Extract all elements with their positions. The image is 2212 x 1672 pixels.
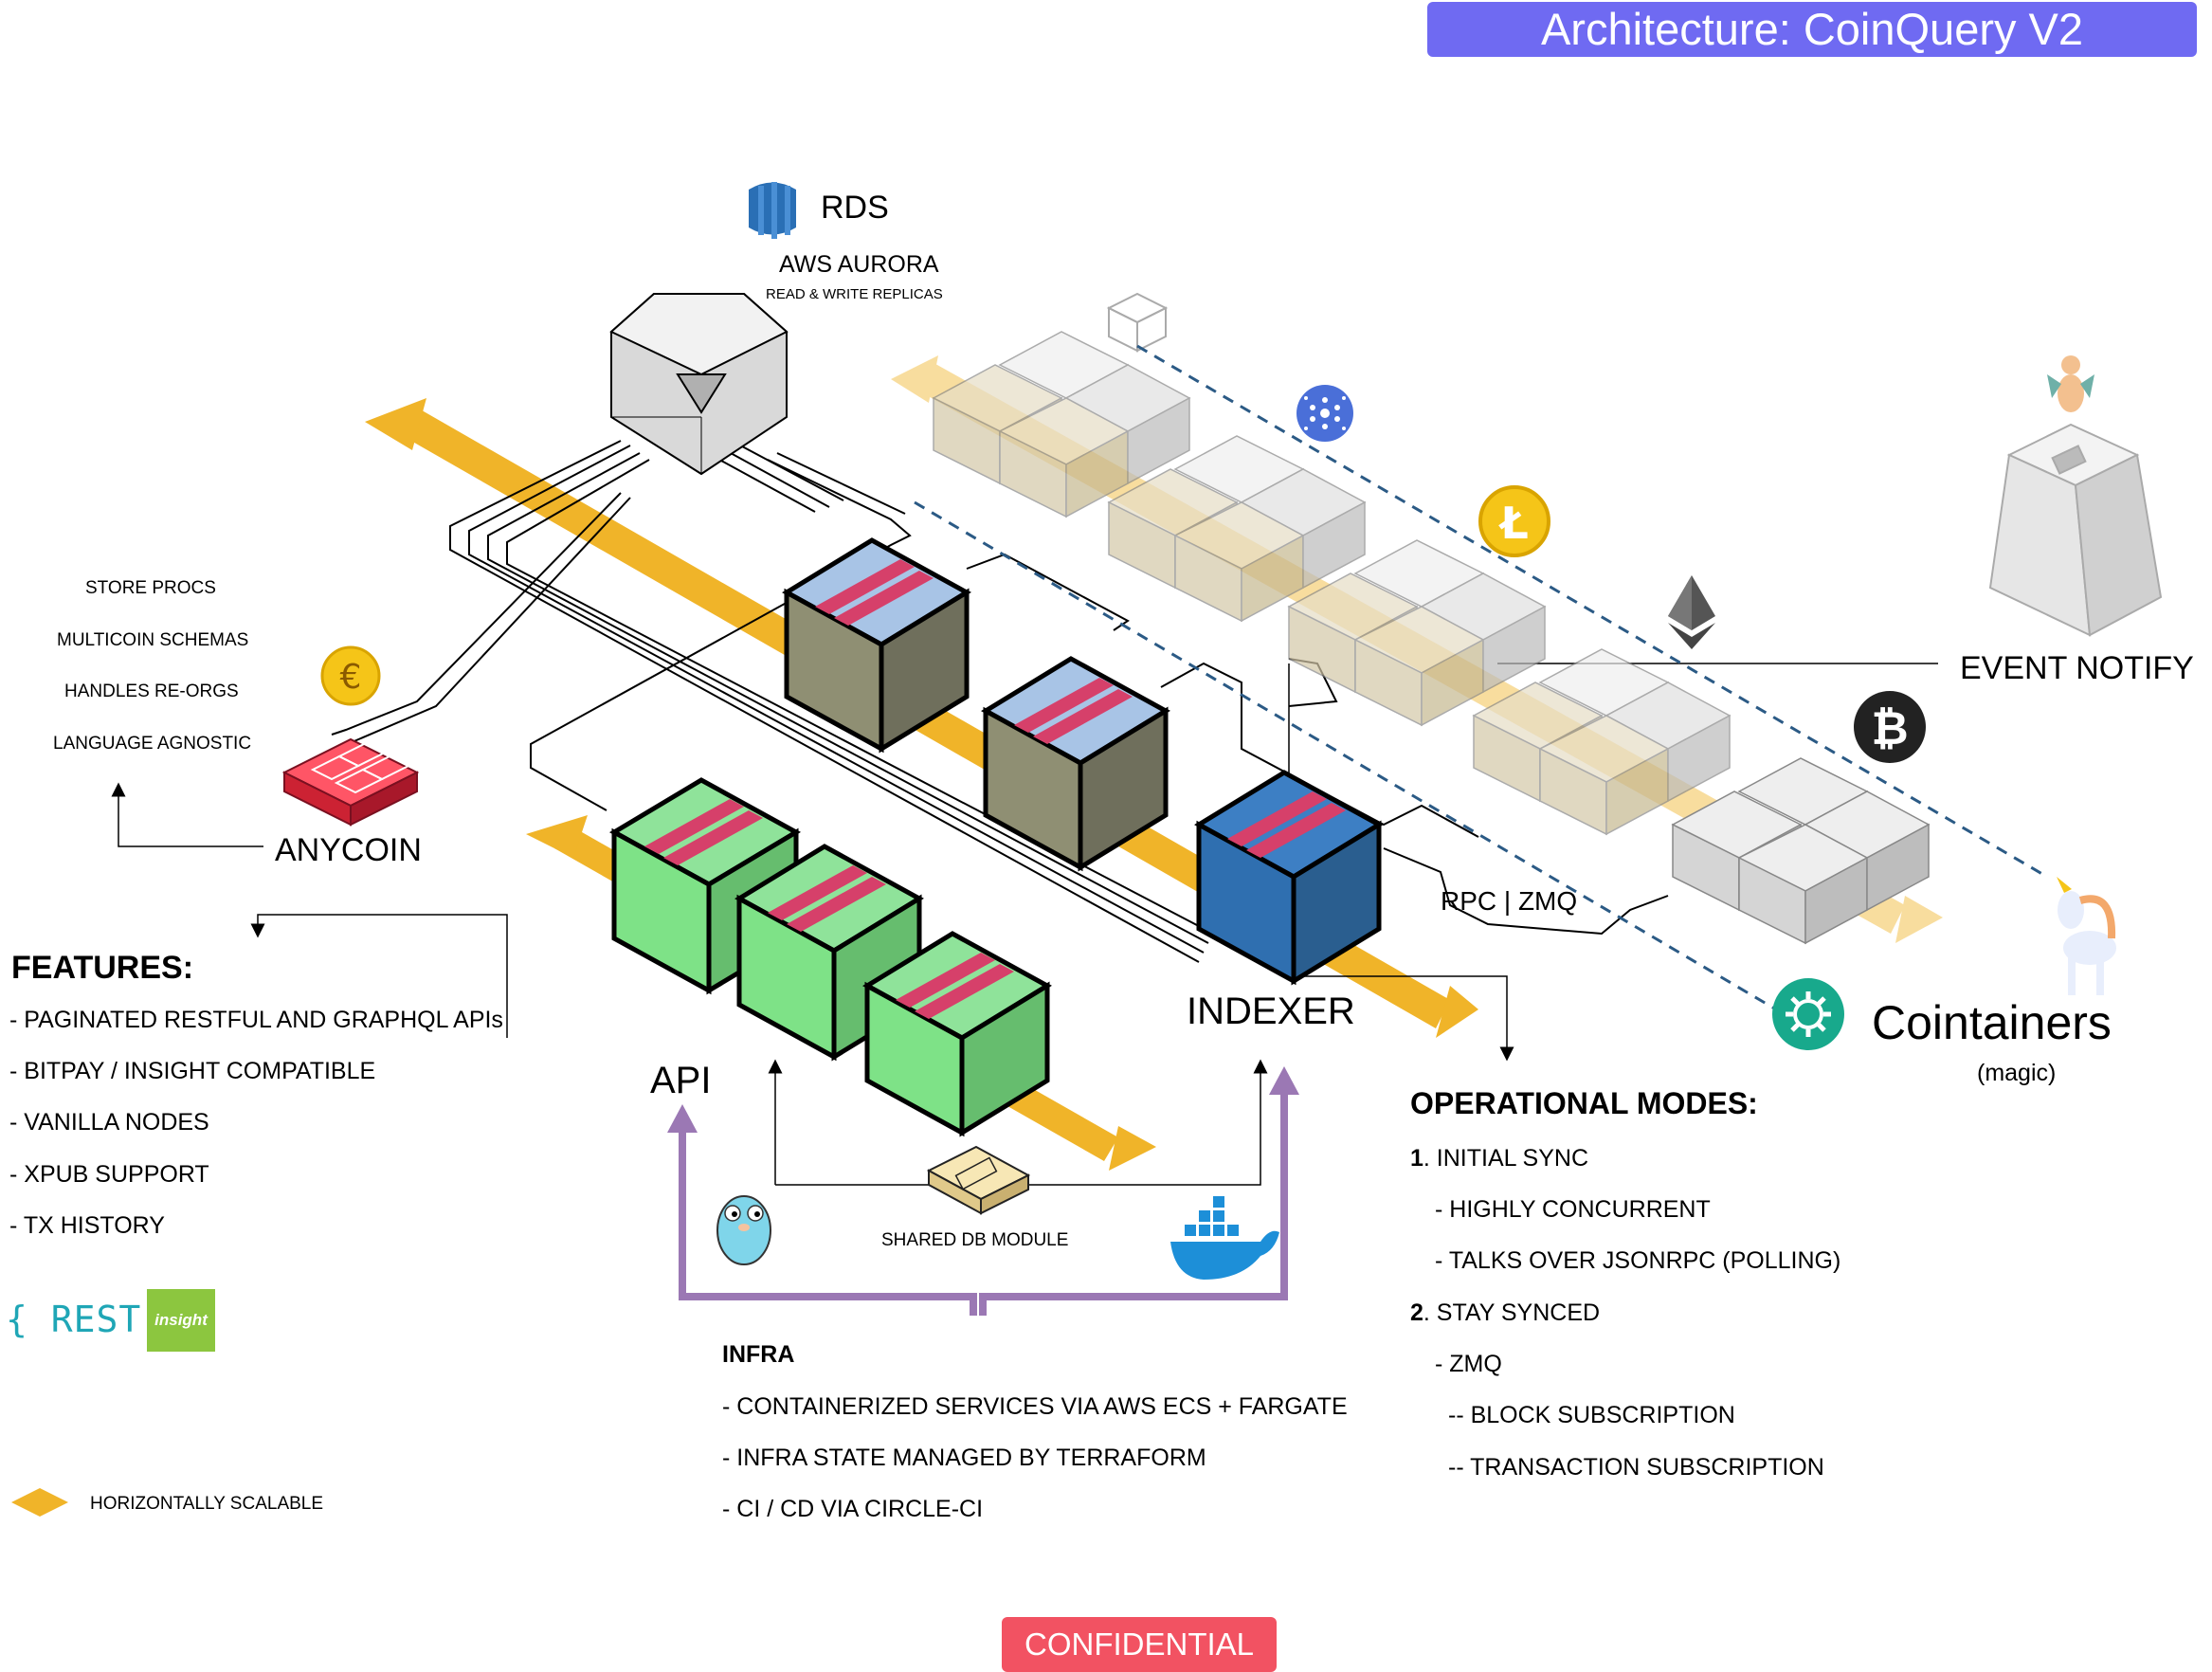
outline-cube bbox=[1106, 292, 1169, 353]
euro-coin-icon: € bbox=[320, 645, 381, 706]
feature-item: - TX HISTORY bbox=[9, 1212, 165, 1239]
cube-cluster-3 bbox=[1287, 539, 1547, 727]
gear-icon bbox=[1772, 978, 1844, 1050]
dragon-icon bbox=[2047, 355, 2094, 412]
operational-item: -- TRANSACTION SUBSCRIPTION bbox=[1448, 1454, 1824, 1481]
feature-item: - VANILLA NODES bbox=[9, 1109, 209, 1136]
rds-note: READ & WRITE REPLICAS bbox=[766, 286, 943, 302]
infra-item: - INFRA STATE MANAGED BY TERRAFORM bbox=[722, 1445, 1206, 1471]
anycoin-label: ANYCOIN bbox=[275, 832, 422, 868]
confidential-badge: CONFIDENTIAL bbox=[1002, 1617, 1277, 1672]
infra-arrowhead-indexer bbox=[1269, 1066, 1299, 1095]
rds-subtitle: AWS AURORA bbox=[779, 251, 939, 278]
svg-text:€: € bbox=[340, 658, 362, 697]
infra-arrow bbox=[679, 1090, 1288, 1316]
insight-logo: insight bbox=[147, 1289, 215, 1352]
event-notify-label: EVENT NOTIFY bbox=[1960, 650, 2194, 686]
indexer-box bbox=[1194, 770, 1384, 986]
feature-item: - XPUB SUPPORT bbox=[9, 1161, 209, 1188]
rds-connections bbox=[331, 439, 1669, 963]
operational-item: - TALKS OVER JSONRPC (POLLING) bbox=[1435, 1247, 1841, 1274]
anycoin-note: MULTICOIN SCHEMAS bbox=[57, 630, 249, 650]
shared-db-label: SHARED DB MODULE bbox=[881, 1230, 1069, 1250]
operational-item: -- BLOCK SUBSCRIPTION bbox=[1448, 1402, 1735, 1428]
features-heading: FEATURES: bbox=[11, 950, 194, 986]
infra-item: - CONTAINERIZED SERVICES VIA AWS ECS + F… bbox=[722, 1393, 1348, 1420]
rds-database-shape bbox=[609, 293, 789, 476]
page-title: Architecture: CoinQuery V2 bbox=[1427, 2, 2197, 57]
cointainers-label: Cointainers bbox=[1872, 996, 2112, 1049]
cube-cluster-4 bbox=[1472, 648, 1732, 836]
cointainers-boundary bbox=[914, 344, 2048, 1040]
cointainer-cubes bbox=[932, 292, 1931, 945]
anycoin-note: LANGUAGE AGNOSTIC bbox=[53, 734, 252, 754]
shared-db-module-icon bbox=[926, 1145, 1031, 1215]
ethereum-icon bbox=[1668, 575, 1715, 649]
anycoin-chip-icon bbox=[281, 737, 420, 827]
anycoin-note: STORE PROCS bbox=[85, 578, 216, 598]
rpc-label: RPC | ZMQ bbox=[1441, 886, 1578, 916]
svg-text:Ł: Ł bbox=[1497, 498, 1529, 549]
operational-item: 1. INITIAL SYNC bbox=[1410, 1145, 1589, 1172]
indexer-replica-box-1 bbox=[782, 537, 971, 754]
anycoin-note: HANDLES RE-ORGS bbox=[64, 682, 239, 701]
api-box-3 bbox=[862, 931, 1052, 1137]
infra-item: - CI / CD VIA CIRCLE-CI bbox=[722, 1496, 984, 1522]
feature-item: - BITPAY / INSIGHT COMPATIBLE bbox=[9, 1058, 376, 1084]
indexer-replica-box-2 bbox=[981, 656, 1170, 872]
api-label: API bbox=[650, 1060, 712, 1101]
operational-item: 2. STAY SYNCED bbox=[1410, 1299, 1601, 1326]
bitcoin-icon: ₿ bbox=[1854, 691, 1926, 763]
unicorn-icon bbox=[2057, 877, 2116, 995]
cube-cluster-5 bbox=[1671, 757, 1931, 945]
cardano-icon bbox=[1296, 385, 1353, 442]
operational-heading: OPERATIONAL MODES: bbox=[1410, 1086, 1758, 1120]
svg-text:₿: ₿ bbox=[1871, 702, 1908, 755]
operational-item: - HIGHLY CONCURRENT bbox=[1435, 1196, 1711, 1223]
scalable-legend-icon bbox=[11, 1488, 68, 1517]
cube-cluster-2 bbox=[1107, 435, 1367, 623]
rds-icon bbox=[749, 182, 796, 239]
operational-item: - ZMQ bbox=[1435, 1351, 1502, 1377]
event-notify-tower bbox=[1988, 423, 2163, 637]
infra-arrowhead-api bbox=[667, 1104, 698, 1133]
indexer-label: INDEXER bbox=[1187, 990, 1355, 1032]
cube-cluster-1 bbox=[932, 331, 1191, 518]
feature-item: - PAGINATED RESTFUL AND GRAPHQL APIs bbox=[9, 1007, 503, 1033]
rds-title: RDS bbox=[821, 190, 889, 226]
litecoin-icon: Ł bbox=[1478, 485, 1550, 557]
docker-icon bbox=[1170, 1196, 1279, 1280]
infra-heading: INFRA bbox=[722, 1341, 795, 1368]
gopher-icon bbox=[716, 1195, 771, 1265]
cointainers-sublabel: (magic) bbox=[1977, 1060, 2057, 1086]
legend-label: HORIZONTALLY SCALABLE bbox=[90, 1494, 324, 1514]
